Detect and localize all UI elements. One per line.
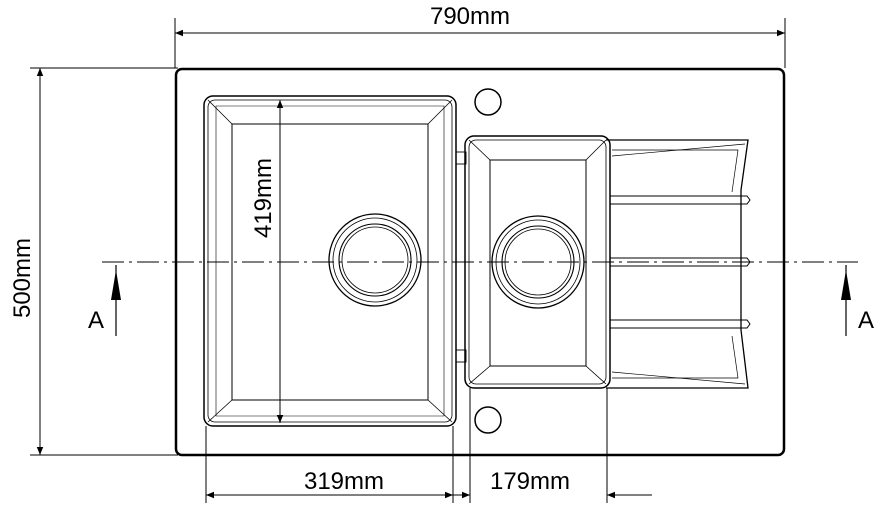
small-bowl-width-label: 179mm [490,468,570,495]
main-bowl-drain [328,213,422,307]
section-left-label: A [88,307,104,334]
bowl-depth-label: 419mm [250,158,277,238]
faucet-hole [474,88,502,116]
section-marker-left: A [88,265,121,336]
overall-height-dimension: 500mm [9,67,178,456]
overall-width-dimension: 790mm [174,3,786,68]
main-bowl-width-dimension: 319mm [205,426,454,503]
overflow-hole [474,406,502,434]
overall-height-label: 500mm [9,238,36,318]
section-right-label: A [858,307,874,334]
overflow-channel [455,151,467,363]
bowl-depth-dimension: 419mm [250,100,284,423]
drain-groove [609,257,751,267]
drain-groove [609,319,751,329]
main-bowl [203,95,457,427]
arrow-up-icon [841,270,851,300]
main-bowl-width-label: 319mm [304,468,384,495]
section-marker-right: A [841,265,874,336]
small-bowl-width-dimension: 179mm [430,388,652,503]
arrow-up-icon [111,270,121,300]
overall-width-label: 790mm [430,3,510,30]
drain-groove [609,195,751,205]
drainboard [606,139,751,389]
